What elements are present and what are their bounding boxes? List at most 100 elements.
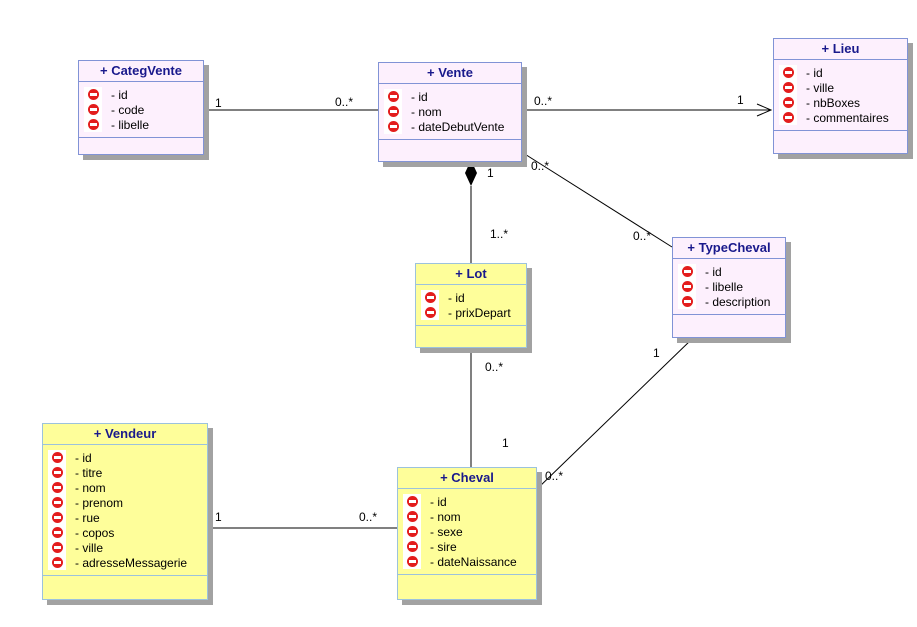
attribute-row: - nom (43, 480, 207, 495)
class-typecheval[interactable]: + TypeCheval - id - libelle - descriptio… (672, 237, 786, 338)
private-visibility-icon (681, 281, 693, 292)
multiplicity-label: 1..* (490, 227, 509, 241)
private-visibility-icon (387, 121, 399, 132)
private-visibility-icon (51, 527, 63, 538)
attributes-compartment: - id - libelle - description (673, 258, 785, 315)
attribute-row: - id (673, 264, 785, 279)
class-title: + TypeCheval (687, 240, 771, 255)
attribute-row: - dateNaissance (398, 554, 536, 569)
attribute-row: - rue (43, 510, 207, 525)
multiplicity-label: 0..* (633, 229, 652, 243)
icon-cell (678, 264, 696, 279)
attribute-row: - libelle (79, 117, 203, 132)
attributes-compartment: - id - nom - sexe - sire - dateNaissance (398, 488, 536, 575)
attribute-label: - nom (75, 480, 106, 495)
attribute-row: - copos (43, 525, 207, 540)
class-lot[interactable]: + Lot - id - prixDepart (415, 263, 527, 348)
private-visibility-icon (87, 104, 99, 115)
private-visibility-icon (424, 307, 436, 318)
icon-cell (779, 110, 797, 125)
private-visibility-icon (406, 541, 418, 552)
edge-vente-typecheval[interactable] (519, 150, 673, 248)
private-visibility-icon (51, 512, 63, 523)
attribute-row: - id (774, 65, 907, 80)
private-visibility-icon (51, 482, 63, 493)
icon-cell (421, 305, 439, 320)
private-visibility-icon (51, 542, 63, 553)
attribute-row: - sexe (398, 524, 536, 539)
attribute-row: - ville (774, 80, 907, 95)
private-visibility-icon (406, 511, 418, 522)
attribute-label: - ville (806, 80, 835, 95)
icon-cell (384, 104, 402, 119)
attribute-label: - dateNaissance (430, 554, 517, 569)
attributes-compartment: - id - ville - nbBoxes - commentaires (774, 59, 907, 131)
icon-cell (48, 495, 66, 510)
private-visibility-icon (782, 112, 794, 123)
icon-cell (678, 294, 696, 309)
icon-cell (48, 555, 66, 570)
multiplicity-label: 0..* (531, 159, 550, 173)
private-visibility-icon (681, 296, 693, 307)
class-categvente[interactable]: + CategVente - id - code - libelle (78, 60, 204, 155)
private-visibility-icon (681, 266, 693, 277)
private-visibility-icon (782, 97, 794, 108)
icon-cell (84, 102, 102, 117)
composition-diamond-icon (465, 160, 477, 186)
attributes-compartment: - id - titre - nom - prenom - rue - copo… (43, 444, 207, 576)
operations-compartment-empty (43, 576, 207, 599)
private-visibility-icon (424, 292, 436, 303)
multiplicity-label: 0..* (545, 469, 564, 483)
multiplicity-label: 1 (653, 346, 660, 360)
class-title: + Lieu (821, 41, 860, 56)
class-title: + Lot (455, 266, 487, 281)
class-title: + Vente (427, 65, 473, 80)
attribute-label: - nbBoxes (806, 95, 861, 110)
attribute-label: - code (111, 102, 145, 117)
class-cheval[interactable]: + Cheval - id - nom - sexe - sire - date… (397, 467, 537, 600)
attribute-label: - id (111, 87, 128, 102)
attribute-row: - dateDebutVente (379, 119, 521, 134)
multiplicity-label: 1 (502, 436, 509, 450)
attribute-label: - nom (411, 104, 442, 119)
attribute-label: - commentaires (806, 110, 889, 125)
attribute-label: - prenom (75, 495, 124, 510)
multiplicity-label: 1 (215, 510, 222, 524)
attribute-row: - nom (398, 509, 536, 524)
icon-cell (48, 540, 66, 555)
operations-compartment-empty (379, 140, 521, 161)
private-visibility-icon (782, 82, 794, 93)
class-lieu[interactable]: + Lieu - id - ville - nbBoxes - commenta… (773, 38, 908, 154)
operations-compartment-empty (416, 326, 526, 347)
class-vente[interactable]: + Vente - id - nom - dateDebutVente (378, 62, 522, 162)
attribute-row: - id (379, 89, 521, 104)
attribute-row: - ville (43, 540, 207, 555)
icon-cell (48, 465, 66, 480)
private-visibility-icon (406, 556, 418, 567)
private-visibility-icon (387, 91, 399, 102)
attribute-row: - id (416, 290, 526, 305)
open-arrowhead-icon (756, 103, 773, 117)
icon-cell (403, 494, 421, 509)
attribute-row: - prenom (43, 495, 207, 510)
attributes-compartment: - id - code - libelle (79, 81, 203, 138)
class-title: + Cheval (440, 470, 494, 485)
edge-typecheval-cheval[interactable] (536, 338, 693, 490)
private-visibility-icon (51, 497, 63, 508)
attribute-label: - id (806, 65, 823, 80)
attribute-label: - copos (75, 525, 115, 540)
attribute-label: - libelle (111, 117, 150, 132)
attribute-label: - id (705, 264, 722, 279)
operations-compartment-empty (673, 315, 785, 337)
class-vendeur[interactable]: + Vendeur - id - titre - nom - prenom - … (42, 423, 208, 600)
attributes-compartment: - id - prixDepart (416, 284, 526, 326)
operations-compartment-empty (774, 131, 907, 153)
private-visibility-icon (406, 496, 418, 507)
icon-cell (384, 89, 402, 104)
icon-cell (48, 525, 66, 540)
private-visibility-icon (387, 106, 399, 117)
attribute-label: - titre (75, 465, 103, 480)
attribute-label: - rue (75, 510, 100, 525)
multiplicity-label: 1 (215, 96, 222, 110)
